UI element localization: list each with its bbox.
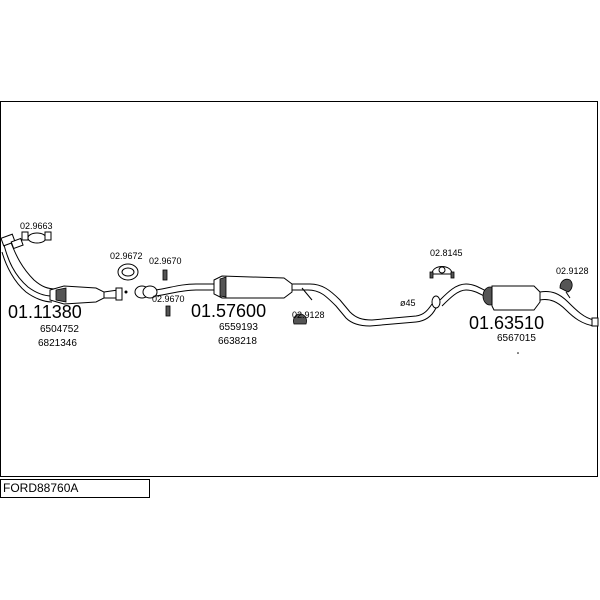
- code-middle-silencer: 01.57600: [191, 301, 266, 321]
- code-rear-silencer: 01.63510: [469, 313, 544, 333]
- ring-inner: [121, 267, 135, 277]
- stray-dot: [517, 352, 519, 354]
- tail-pipe-end: [591, 317, 599, 327]
- bolt-top[interactable]: [162, 269, 168, 281]
- catalyst-shield: [55, 287, 67, 303]
- label-ring: 02.9672: [110, 251, 143, 261]
- gasket-ring: [27, 232, 47, 244]
- rear-silencer[interactable]: [439, 283, 599, 327]
- gasket-tab-left: [21, 231, 29, 241]
- front-gasket[interactable]: [21, 231, 52, 244]
- diagram-frame: [0, 101, 598, 477]
- rear-silencer-body: [491, 285, 541, 311]
- assembly-code: FORD88760A: [0, 479, 150, 498]
- ref-front-pipe-2: 6821346: [38, 338, 77, 349]
- front-pipe[interactable]: [0, 233, 123, 305]
- label-bolt-b: 02.9670: [152, 294, 185, 304]
- front-pipe-flange: [115, 287, 123, 301]
- connector-dot: [124, 290, 128, 294]
- mid-hanger-bracket: [301, 287, 313, 301]
- bolt-bottom-shaft: [165, 305, 171, 317]
- clamp-bolt: [438, 266, 446, 274]
- middle-silencer-body: [213, 275, 293, 299]
- hanger-rear-body: [559, 278, 573, 293]
- hanger-rear[interactable]: [559, 278, 573, 299]
- middle-outlet-flange: [431, 295, 441, 309]
- label-gasket-front: 02.9663: [20, 221, 53, 231]
- clamp-ear-right: [450, 271, 455, 279]
- clamp[interactable]: [429, 266, 455, 279]
- sealing-ring[interactable]: [117, 263, 139, 281]
- manifold-flange-2: [10, 237, 24, 250]
- gasket-tab-right: [44, 231, 52, 241]
- ref-rear-silencer-1: 6567015: [497, 333, 536, 344]
- ref-middle-silencer-1: 6559193: [219, 322, 258, 333]
- label-hanger-rear: 02.9128: [556, 266, 589, 276]
- code-front-pipe: 01.11380: [8, 302, 82, 322]
- bolt-top-shaft: [162, 269, 168, 281]
- bolt-bottom[interactable]: [165, 305, 171, 317]
- middle-silencer-shield: [219, 276, 227, 298]
- label-hanger-mid: 02.9128: [292, 310, 325, 320]
- label-pipe-diameter: ø45: [400, 298, 416, 308]
- middle-inlet-flange-2: [142, 285, 158, 299]
- clamp-ear-left: [429, 271, 434, 279]
- label-bolt-a: 02.9670: [149, 256, 182, 266]
- ref-front-pipe-1: 6504752: [40, 324, 79, 335]
- hanger-mid[interactable]: [293, 313, 307, 325]
- middle-silencer[interactable]: [134, 275, 441, 327]
- hanger-mid-body: [293, 313, 307, 325]
- label-clamp: 02.8145: [430, 248, 463, 258]
- ref-middle-silencer-2: 6638218: [218, 336, 257, 347]
